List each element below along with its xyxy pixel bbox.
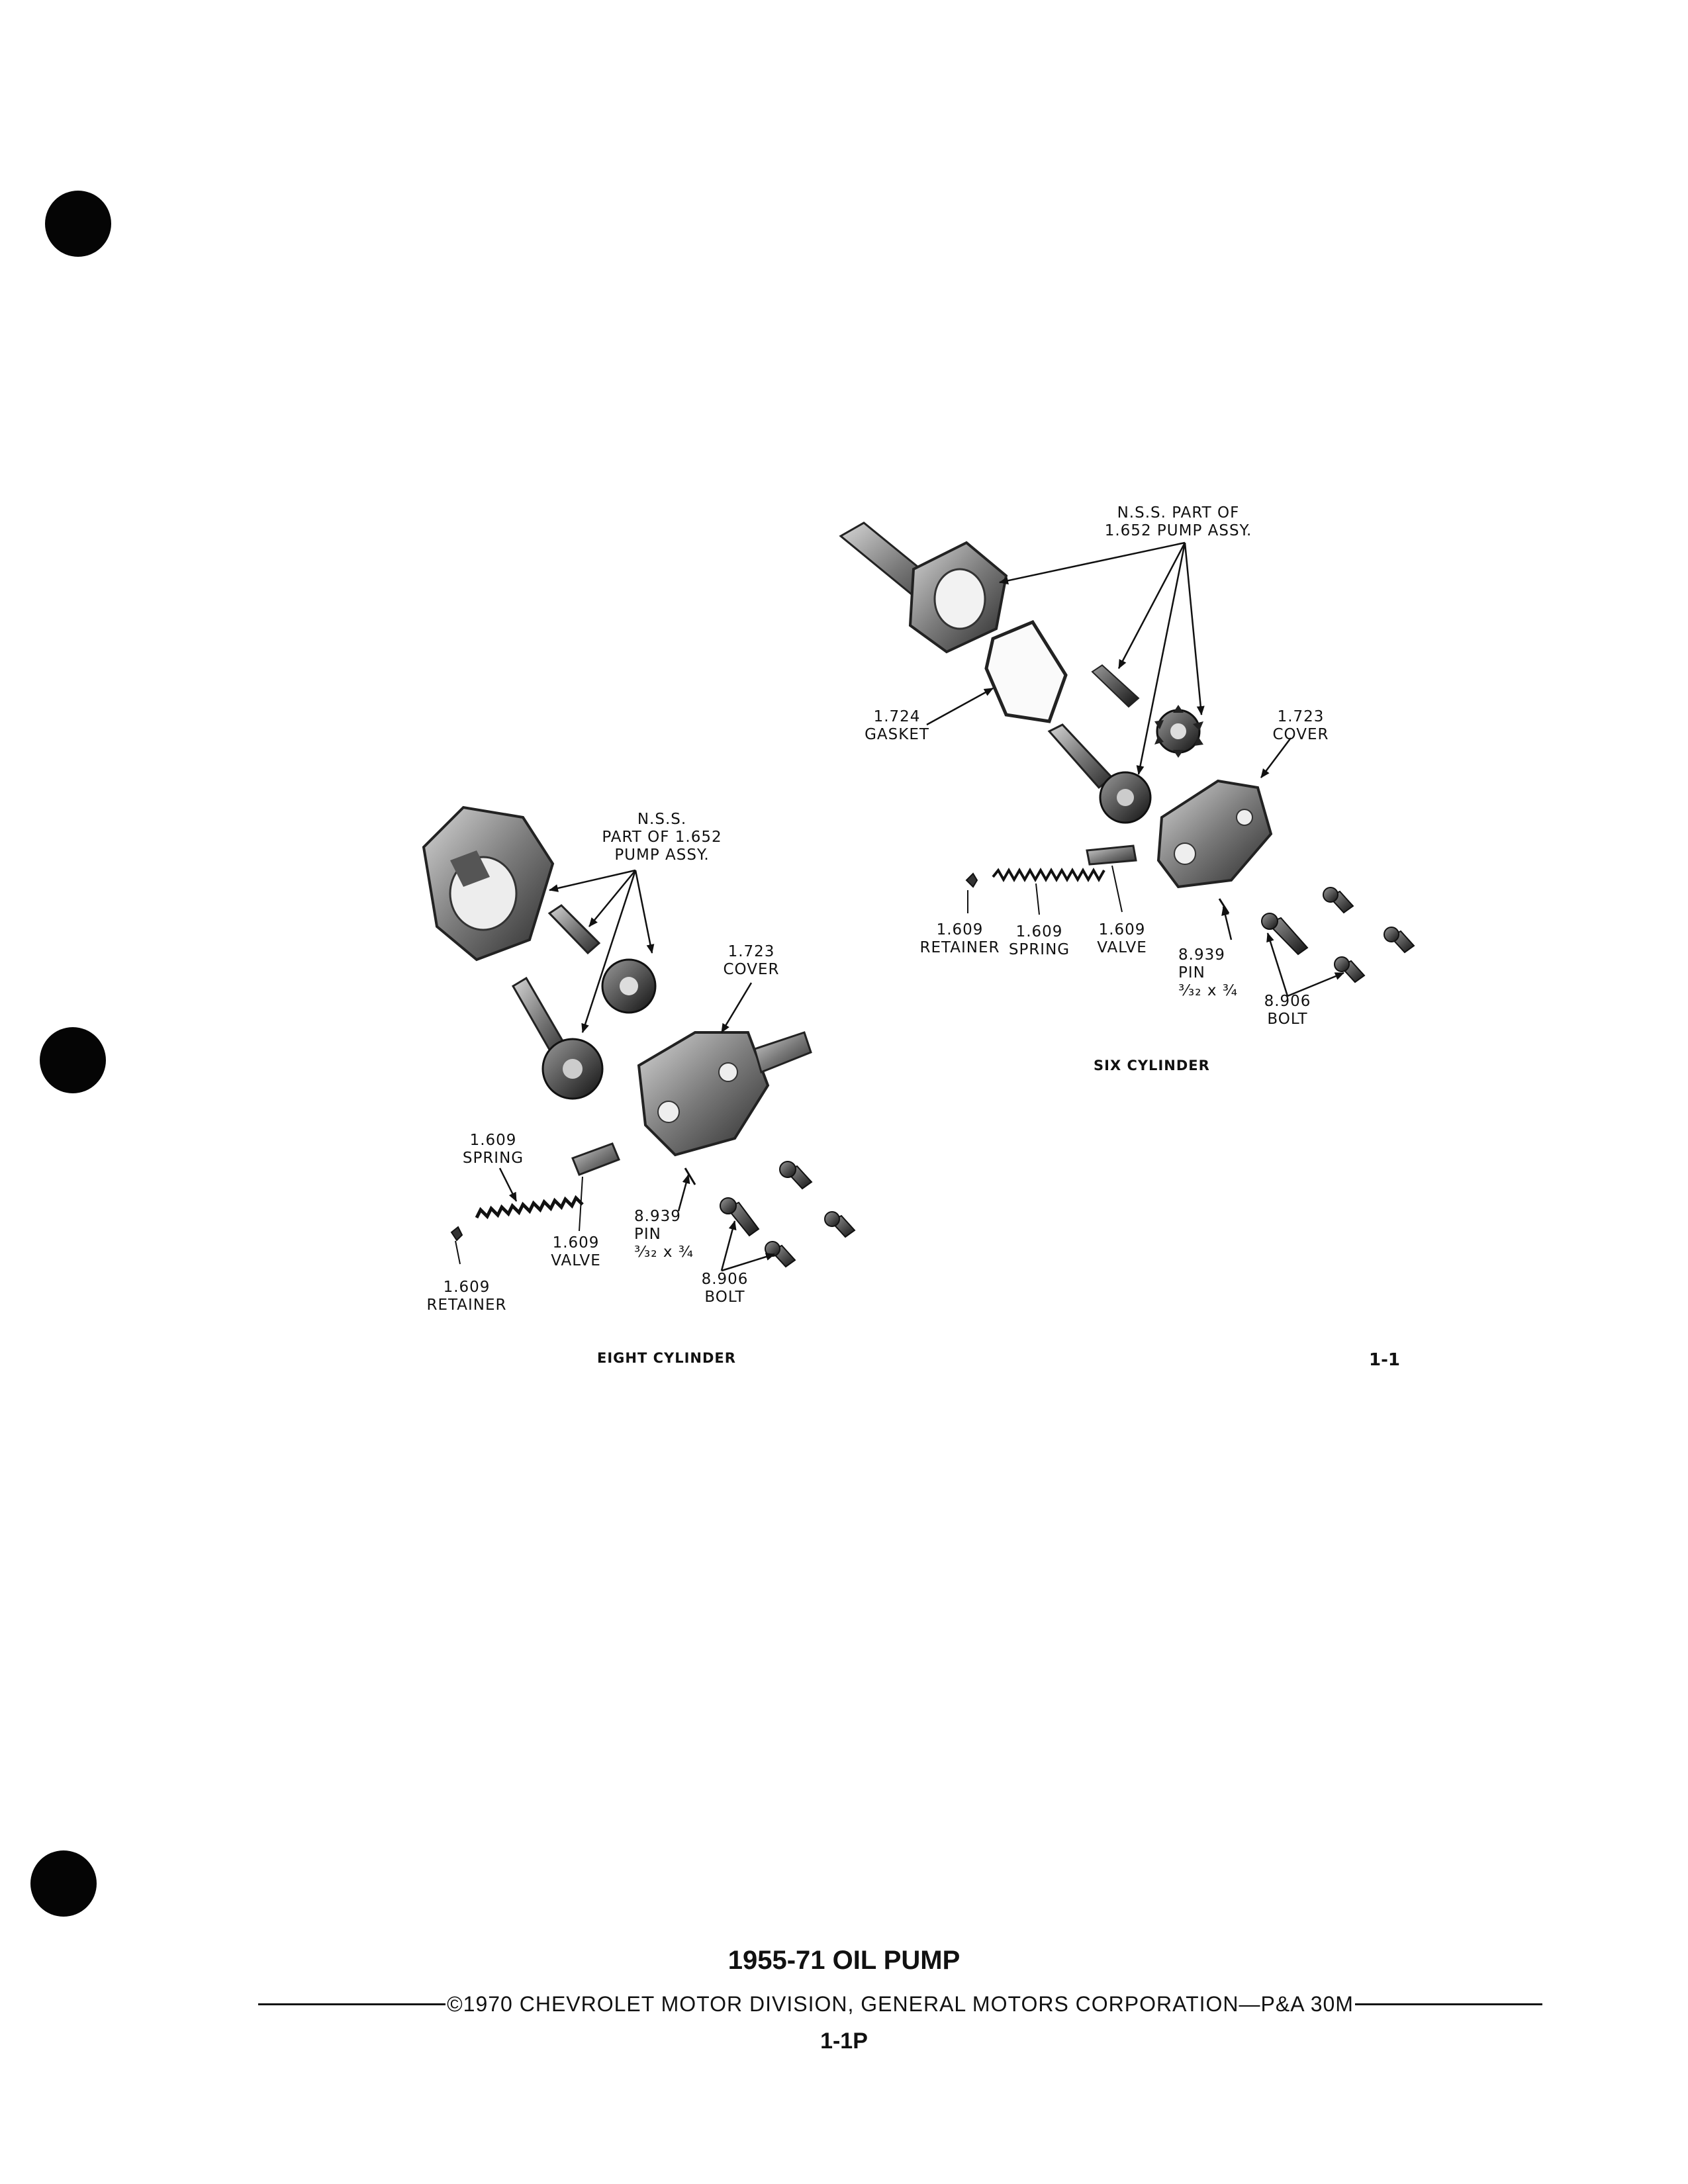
- six-gasket: [984, 619, 1068, 723]
- eight-drive-gear: [511, 976, 604, 1100]
- six-spring: [992, 867, 1105, 883]
- six-cylinder-assembly: [839, 522, 1415, 997]
- eight-idler-gear: [601, 958, 657, 1014]
- eight-pump-body: [422, 805, 555, 962]
- figure-number: 1-1: [1369, 1350, 1400, 1370]
- eight-cylinder-caption: EIGHT CYLINDER: [597, 1350, 736, 1366]
- binder-hole-bottom: [30, 1850, 97, 1917]
- eight-valve: [571, 1142, 620, 1176]
- binder-hole-top: [45, 191, 111, 257]
- copyright-line: ©1970 CHEVROLET MOTOR DIVISION, GENERAL …: [258, 1992, 1542, 2017]
- six-nss-label: N.S.S. PART OF 1.652 PUMP ASSY.: [1104, 504, 1252, 539]
- copyright-rule-left: [258, 2003, 446, 2005]
- six-valve-label: 1.609 VALVE: [1097, 921, 1147, 956]
- six-shaft-pin: [1091, 664, 1140, 708]
- six-bolts: [1261, 887, 1415, 983]
- copyright-text: ©1970 CHEVROLET MOTOR DIVISION, GENERAL …: [447, 1992, 1354, 2016]
- six-valve: [1086, 844, 1137, 866]
- six-retainer-label: 1.609 RETAINER: [919, 921, 1000, 956]
- eight-valve-label: 1.609 VALVE: [551, 1234, 601, 1269]
- six-bolt-label: 8.906 BOLT: [1264, 993, 1311, 1028]
- eight-shaft-pin: [547, 904, 601, 955]
- eight-pin: [684, 1167, 696, 1185]
- eight-cylinder-assembly: [422, 805, 856, 1272]
- eight-bolts: [720, 1161, 856, 1268]
- page-number: 1-1P: [820, 2028, 868, 2054]
- eight-spring: [475, 1195, 584, 1220]
- eight-retainer: [450, 1226, 463, 1242]
- six-cover: [1156, 779, 1273, 889]
- six-cylinder-caption: SIX CYLINDER: [1094, 1058, 1210, 1073]
- eight-cover: [637, 1031, 812, 1157]
- eight-retainer-label: 1.609 RETAINER: [426, 1279, 507, 1314]
- copyright-rule-right: [1354, 2003, 1542, 2005]
- page-title: 1955-71 OIL PUMP: [727, 1946, 961, 1975]
- eight-cover-label: 1.723 COVER: [723, 943, 780, 978]
- binder-hole-middle: [40, 1027, 106, 1093]
- six-idler-gear: [1154, 705, 1203, 758]
- six-spring-label: 1.609 SPRING: [1008, 923, 1070, 958]
- eight-pin-label: 8.939 PIN ³⁄₃₂ x ¾: [634, 1208, 694, 1261]
- eight-spring-label: 1.609 SPRING: [462, 1132, 524, 1167]
- six-pin-label: 8.939 PIN ³⁄₃₂ x ¾: [1178, 946, 1239, 999]
- eight-bolt-label: 8.906 BOLT: [701, 1271, 749, 1306]
- six-drive-gear: [1047, 723, 1152, 824]
- eight-nss-label: N.S.S. PART OF 1.652 PUMP ASSY.: [602, 811, 722, 864]
- six-pump-body: [839, 522, 1008, 654]
- six-retainer: [965, 872, 978, 888]
- six-cover-label: 1.723 COVER: [1272, 708, 1329, 743]
- six-gasket-label: 1.724 GASKET: [865, 708, 929, 743]
